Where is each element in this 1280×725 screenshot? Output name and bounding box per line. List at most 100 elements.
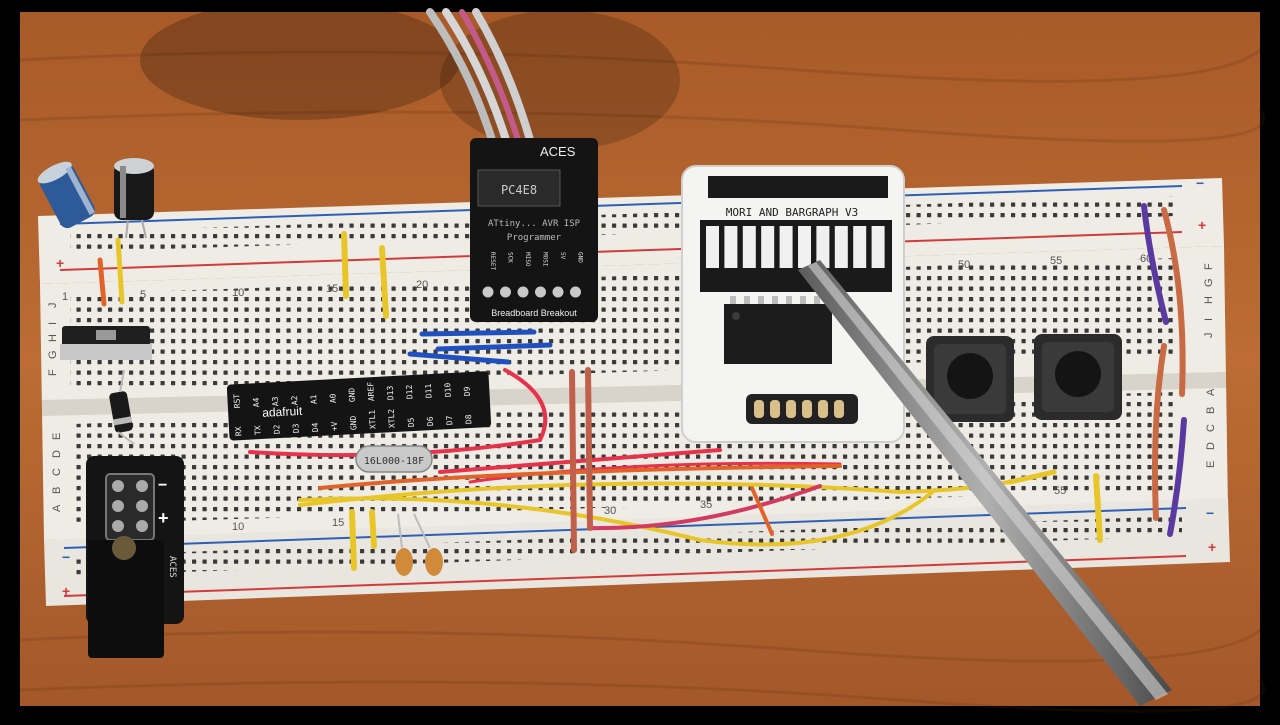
adafruit-pin-label: +V xyxy=(330,421,340,431)
row-letter: D xyxy=(51,450,63,458)
programmer-pin-label: SCK xyxy=(507,252,514,263)
adafruit-pin-label: D2 xyxy=(272,424,282,434)
row-letter: H xyxy=(47,334,59,342)
row-letter: B xyxy=(1205,407,1217,414)
programmer-pin-pad xyxy=(482,286,494,298)
adafruit-pin-label: XTL1 xyxy=(368,409,378,429)
led-segment xyxy=(871,226,885,268)
led-segment xyxy=(706,226,719,268)
wire-yellow xyxy=(298,488,937,547)
row-letter: H xyxy=(1203,296,1215,304)
column-number: 30 xyxy=(604,505,616,517)
programmer-line1: ATtiny... AVR ISP xyxy=(488,219,581,229)
adafruit-pin-label: D4 xyxy=(311,422,321,432)
row-letters-right-top: F G H I J xyxy=(1203,263,1215,338)
row-letter: G xyxy=(47,350,59,359)
programmer-line2: Programmer xyxy=(507,233,562,243)
programmer-brand: ACES xyxy=(540,144,576,159)
bargraph-header-pads xyxy=(746,394,858,424)
adafruit-pin-label: D3 xyxy=(291,423,301,433)
led-segment xyxy=(761,226,775,268)
rail-minus-label: − xyxy=(1206,505,1214,521)
adafruit-pin-label: RST xyxy=(232,393,242,408)
adafruit-pin-label: A1 xyxy=(309,394,319,404)
ceramic-capacitors xyxy=(395,513,443,576)
wire-blue xyxy=(419,329,537,337)
row-letter: C xyxy=(1205,424,1217,432)
row-letter: D xyxy=(1205,442,1217,450)
adafruit-pin-label: D11 xyxy=(424,383,434,398)
diode xyxy=(109,369,135,445)
ribbon-cable xyxy=(426,8,534,144)
programmer-pin-label: 5V xyxy=(559,252,566,260)
adafruit-pin-label: A4 xyxy=(252,397,262,407)
row-letter: F xyxy=(1203,263,1215,270)
adafruit-pin-label: D9 xyxy=(463,386,473,396)
rail-minus-label: − xyxy=(1196,175,1204,191)
wire-orange xyxy=(318,464,842,490)
adafruit-pin-label: TX xyxy=(253,425,263,435)
row-letter: J xyxy=(47,303,59,309)
row-letter: G xyxy=(1203,278,1215,287)
rail-line-blue-top xyxy=(59,185,1183,225)
led-segment xyxy=(798,226,811,268)
wire-yellow-short xyxy=(1093,473,1103,543)
voltage-regulator xyxy=(60,326,152,360)
adafruit-pin-label: D7 xyxy=(445,415,455,425)
led-segment xyxy=(834,226,848,268)
led-segment xyxy=(724,226,738,268)
programmer-footer: Breadboard Breakout xyxy=(491,308,577,318)
programmer-pin-pad xyxy=(552,286,564,298)
row-letter: C xyxy=(51,468,63,476)
adafruit-pin-label: D6 xyxy=(426,416,436,426)
push-button-2 xyxy=(1034,334,1122,420)
rail-plus-label: + xyxy=(1198,217,1206,233)
adafruit-pin-label: RX xyxy=(234,426,244,436)
led-segment xyxy=(779,226,793,268)
led-segment xyxy=(742,226,756,268)
isp-programmer-board: PC4E8 ACES ATtiny... AVR ISP Programmer … xyxy=(426,8,598,322)
programmer-pin-pad xyxy=(517,286,529,298)
crystal-label: 16L000-18F xyxy=(364,456,424,467)
wire-purple xyxy=(1167,417,1187,537)
adafruit-pin-label: AREF xyxy=(366,382,376,402)
adafruit-pin-label: D10 xyxy=(443,382,453,397)
power-minus-label: − xyxy=(158,477,167,494)
rail-minus-label: − xyxy=(62,549,70,565)
programmer-pin-label: MOSI xyxy=(542,252,549,267)
electrolytic-capacitor-black xyxy=(114,158,154,239)
wire-orange-short xyxy=(97,257,107,307)
rail-plus-label: + xyxy=(1208,539,1216,555)
adafruit-pin-label: D5 xyxy=(406,417,416,427)
column-number: 35 xyxy=(700,499,712,511)
column-number: 20 xyxy=(416,279,428,291)
row-letter: J xyxy=(1203,333,1215,339)
programmer-pin-label: GND xyxy=(577,252,584,263)
adafruit-pin-label: XTL2 xyxy=(387,408,397,428)
column-number: 15 xyxy=(332,517,344,529)
column-number: 10 xyxy=(232,287,244,299)
adafruit-pin-label: GND xyxy=(347,387,357,402)
shift-register-ic xyxy=(724,304,832,364)
row-letter: I xyxy=(1203,318,1215,321)
programmer-pin-pad xyxy=(500,286,511,298)
adafruit-pin-label: GND xyxy=(349,415,359,430)
rail-line-red-bottom xyxy=(63,555,1187,597)
wire-red xyxy=(588,484,822,531)
wire-yellow-short xyxy=(379,245,389,319)
electrolytic-capacitor-blue xyxy=(37,161,96,229)
programmer-pin-label: MISO xyxy=(524,252,531,267)
wire-copper xyxy=(1161,207,1186,397)
rail-line-red-top xyxy=(59,231,1183,271)
bargraph-title: MORI AND BARGRAPH V3 xyxy=(726,206,858,219)
adafruit-pin-label: D13 xyxy=(386,385,396,400)
column-number: 1 xyxy=(62,291,68,303)
